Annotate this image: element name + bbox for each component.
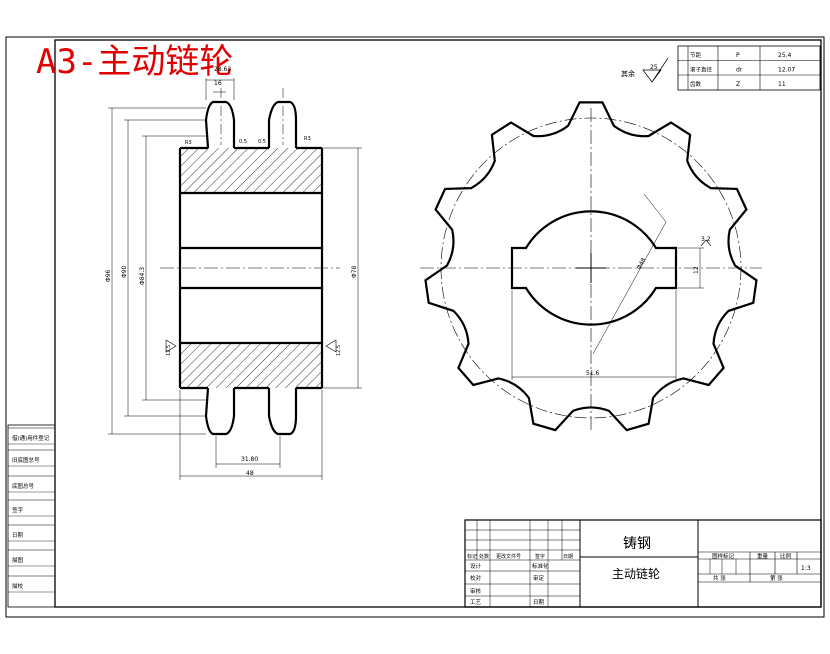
left-panel-label: 底图总号 [12,482,35,490]
meta-header-weight: 重量 [757,552,769,560]
dim-keyway-rough: 3.2 [701,236,711,243]
sheet-total: 共 张 [713,574,726,582]
left-panel-label: 旧底图总号 [12,456,40,464]
param-value: 12.07 [778,67,795,74]
dim-chamfer-mid1: 0.5 [239,139,247,145]
param-name: 齿数 [690,80,702,88]
sheet-number: 第 张 [770,574,783,582]
left-panel-label: 签字 [12,506,24,514]
role-label: 标准化 [532,562,549,570]
dim-chamfer-left: R3 [185,140,192,146]
roughness-other-note: 其余 25 [621,57,669,83]
role-label: 工艺 [470,599,482,606]
front-sprocket-view: Φ48 51.6 12 3.2 [420,101,762,432]
dim-root-width: 16 [214,80,222,87]
role-label: 设计 [470,562,482,570]
param-symbol: dr [736,67,743,74]
dim-keyway-depth: 51.6 [586,370,600,377]
revision-header: 签字 [535,553,545,560]
title-block: 标记处数更改文件号签字日期设计校对审核工艺标准化审定日期 铸钢 主动链轮 图样标… [464,519,822,608]
left-panel-label: 描图 [12,556,24,564]
role-label: 校对 [470,574,482,582]
param-value: 11 [778,81,786,88]
drawing-title: A3-主动链轮 [36,42,233,82]
left-panel-label: 借(通)用件登记 [12,434,50,442]
dim-key-height: 12 [693,266,700,274]
scale-value: 1:3 [801,565,811,572]
dim-diameter-hub: Φ78 [351,265,358,278]
rough-right: 12.5 [336,345,342,356]
param-name: 节距 [690,51,702,59]
dim-pitch-width: 28.62 [214,66,231,73]
material-label: 铸钢 [623,536,651,552]
side-section-view: 28.62 16 R3 0.5 0.5 R3 Φ96 Φ90 Φ84.3 Φ78… [105,66,362,480]
revision-header: 更改文件号 [496,553,521,560]
left-panel-label: 日期 [12,532,24,539]
param-symbol: Z [736,81,740,88]
param-value: 25.4 [778,52,792,59]
revision-header: 标记 [467,553,477,560]
outer-border [5,36,825,618]
revision-header: 日期 [563,554,573,560]
left-panel-label: 描校 [12,582,24,590]
role-label: 审核 [470,587,482,595]
dim-groove-width: 31.80 [241,456,258,463]
param-symbol: P [736,52,740,59]
dim-chamfer-mid2: 0.5 [258,139,266,145]
role-label: 日期 [533,599,545,606]
param-name: 滚子直径 [690,66,713,74]
roughness-other-value: 25 [650,64,658,71]
meta-header-mark: 图样标记 [712,552,735,560]
rough-left: 12.5 [166,345,172,356]
roughness-other-label: 其余 [621,69,635,78]
role-label: 审定 [533,574,545,582]
inner-frame [54,39,822,608]
part-name-label: 主动链轮 [612,566,660,581]
dim-diameter-outer: Φ96 [105,269,112,282]
dim-diameter-root: Φ84.3 [139,267,146,285]
meta-header-scale: 比例 [780,552,792,560]
dim-overall-width: 48 [246,470,254,477]
dim-diameter-pitch: Φ90 [121,265,128,278]
parameter-table: 节距 P 25.4 滚子直径 dr 12.07 齿数 Z 11 [677,45,821,91]
revision-header: 处数 [479,553,489,560]
dim-chamfer-right: R3 [304,136,311,142]
